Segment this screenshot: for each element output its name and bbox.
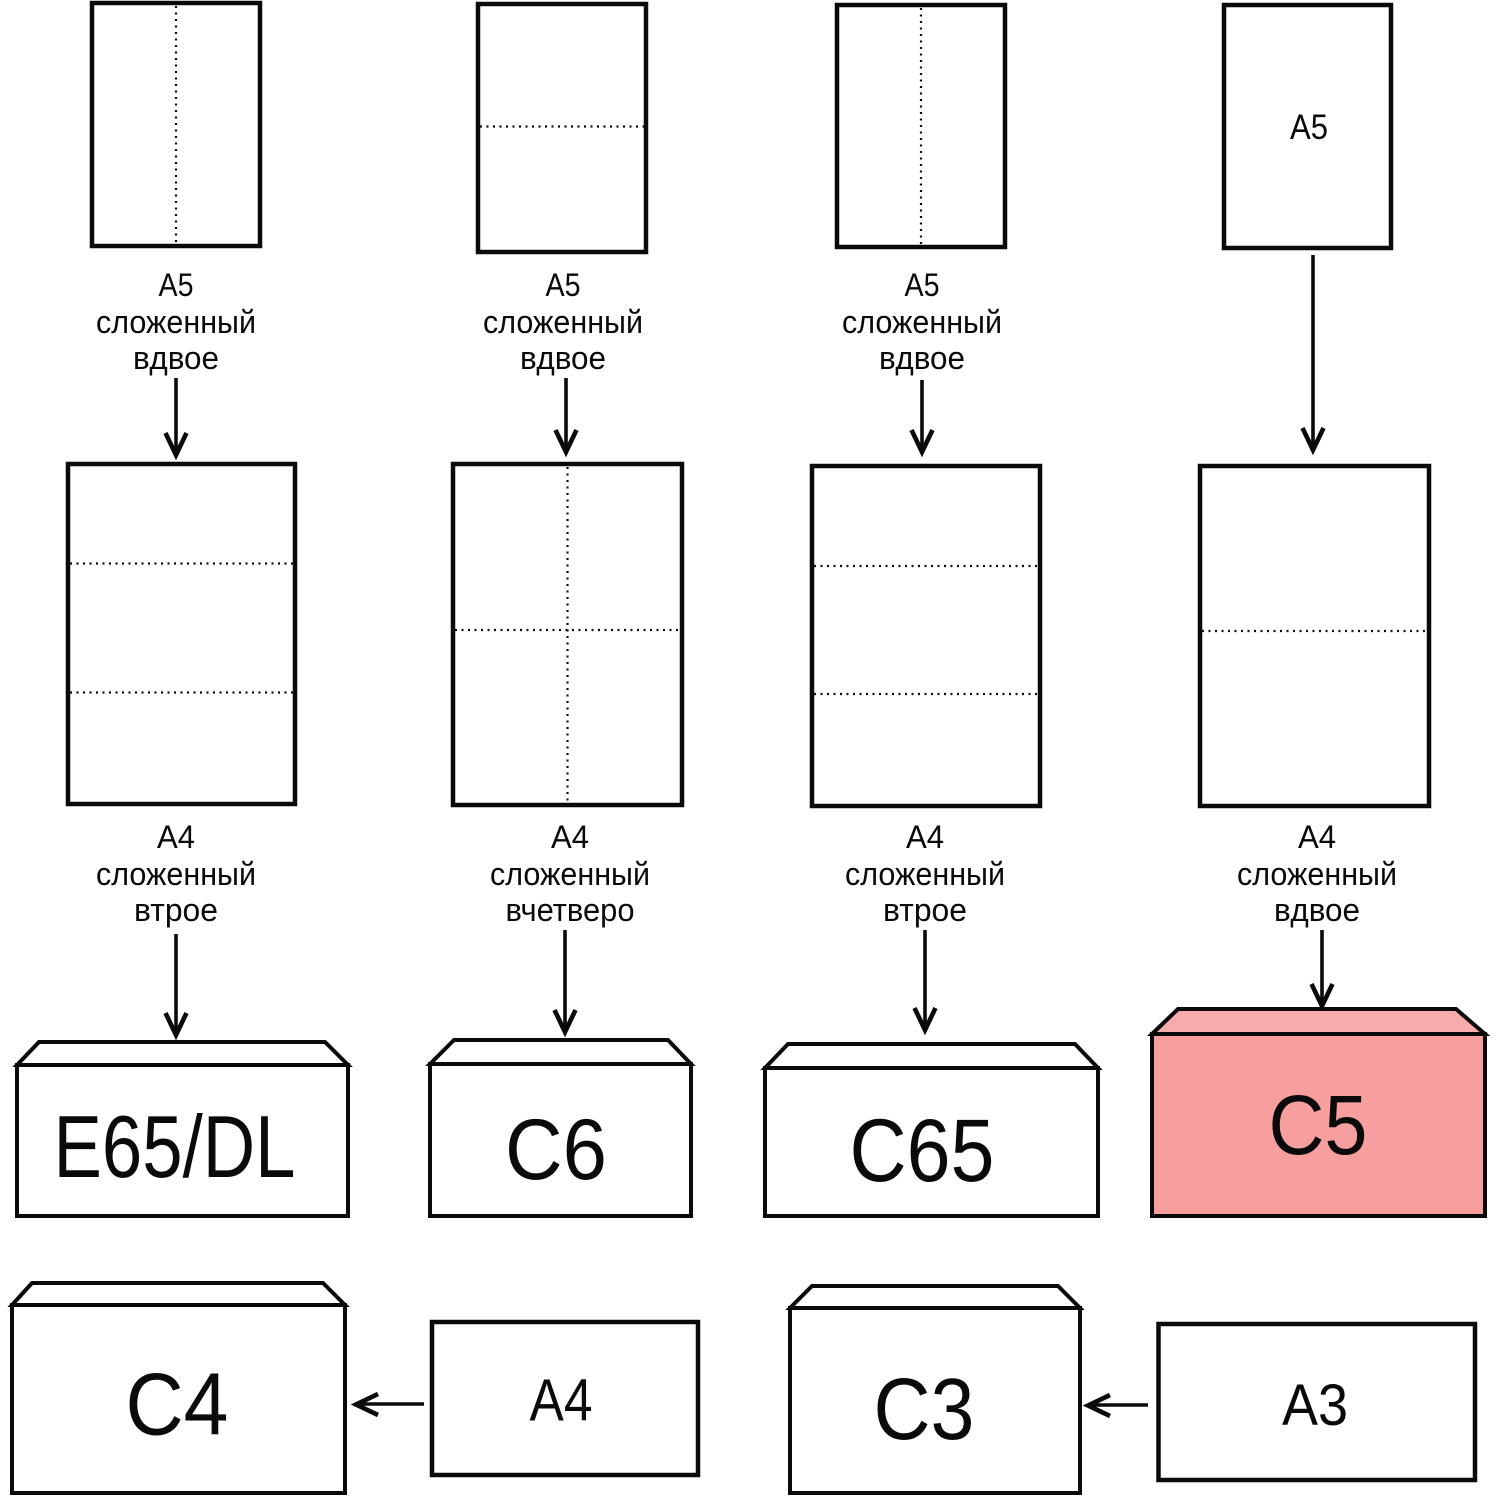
svg-text:C5: C5 xyxy=(1269,1078,1368,1172)
svg-text:А4: А4 xyxy=(906,819,944,855)
svg-text:сложенный: сложенный xyxy=(842,304,1002,340)
svg-text:А5: А5 xyxy=(1290,108,1328,147)
svg-text:вдвое: вдвое xyxy=(133,340,219,376)
svg-text:сложенный: сложенный xyxy=(483,304,643,340)
svg-text:сложенный: сложенный xyxy=(96,304,256,340)
svg-text:вчетверо: вчетверо xyxy=(506,892,635,928)
svg-text:А4: А4 xyxy=(530,1368,593,1434)
svg-text:сложенный: сложенный xyxy=(1237,856,1397,892)
svg-text:втрое: втрое xyxy=(883,892,967,928)
svg-text:E65/DL: E65/DL xyxy=(54,1097,296,1196)
svg-text:C6: C6 xyxy=(505,1102,607,1198)
svg-text:C65: C65 xyxy=(850,1100,995,1200)
svg-text:вдвое: вдвое xyxy=(879,340,965,376)
svg-text:А5: А5 xyxy=(546,267,581,303)
svg-text:А5: А5 xyxy=(159,267,194,303)
svg-text:втрое: втрое xyxy=(134,892,218,928)
svg-text:А5: А5 xyxy=(905,267,940,303)
svg-text:сложенный: сложенный xyxy=(96,856,256,892)
svg-text:C3: C3 xyxy=(874,1361,975,1458)
svg-text:вдвое: вдвое xyxy=(1274,892,1360,928)
svg-text:А4: А4 xyxy=(157,819,195,855)
svg-text:C4: C4 xyxy=(126,1355,229,1454)
svg-text:вдвое: вдвое xyxy=(520,340,606,376)
svg-text:сложенный: сложенный xyxy=(490,856,650,892)
svg-text:А4: А4 xyxy=(1298,819,1336,855)
svg-text:А4: А4 xyxy=(551,819,589,855)
svg-text:А3: А3 xyxy=(1282,1373,1348,1438)
svg-text:сложенный: сложенный xyxy=(845,856,1005,892)
